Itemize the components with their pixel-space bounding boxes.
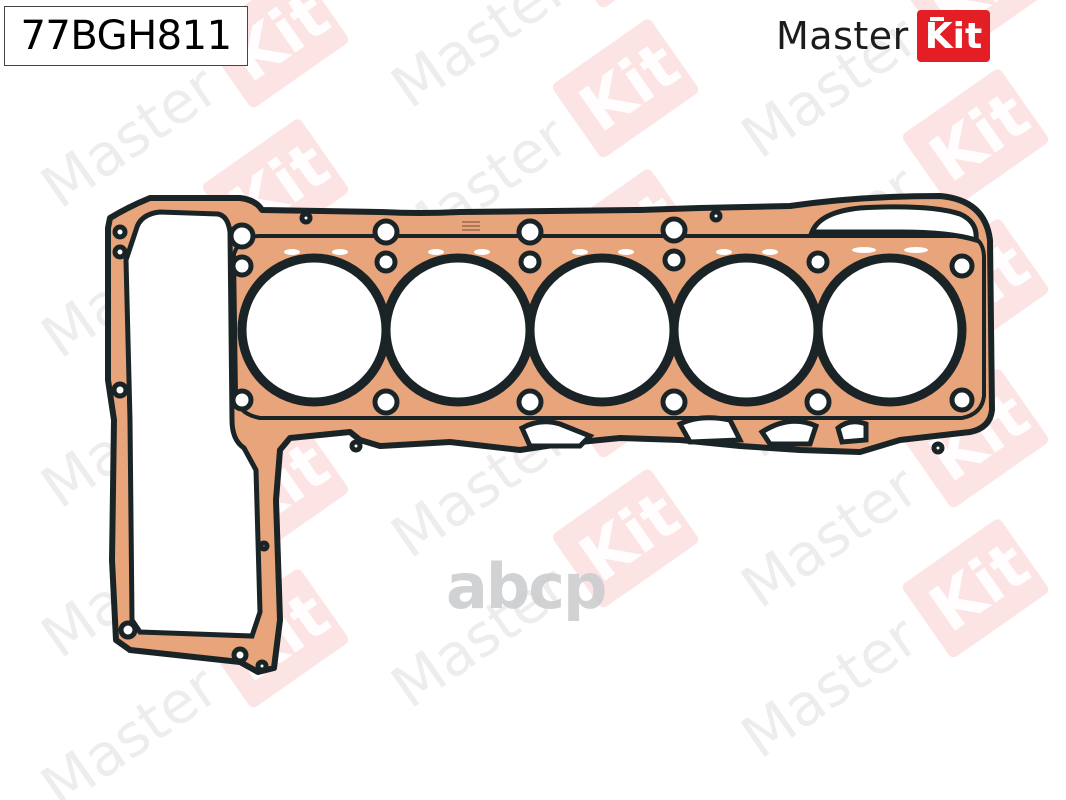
- bore-3: [525, 253, 679, 407]
- stamp-marking: [462, 221, 480, 231]
- bolt-holes: [111, 209, 975, 673]
- coolant-slots: [284, 247, 928, 255]
- part-number-box: 77BGH811: [4, 6, 248, 66]
- bore-2: [381, 253, 535, 407]
- abcp-overlay-logo: abcp: [446, 550, 607, 623]
- brand-logo: Master Kit: [776, 6, 991, 66]
- bore-5: [813, 253, 967, 407]
- bore-1: [237, 253, 391, 407]
- brand-name-master: Master: [776, 14, 909, 58]
- bore-4: [669, 253, 823, 407]
- cylinder-bores: [237, 253, 967, 407]
- brand-name-kit: Kit: [916, 10, 991, 62]
- part-number: 77BGH811: [20, 13, 232, 59]
